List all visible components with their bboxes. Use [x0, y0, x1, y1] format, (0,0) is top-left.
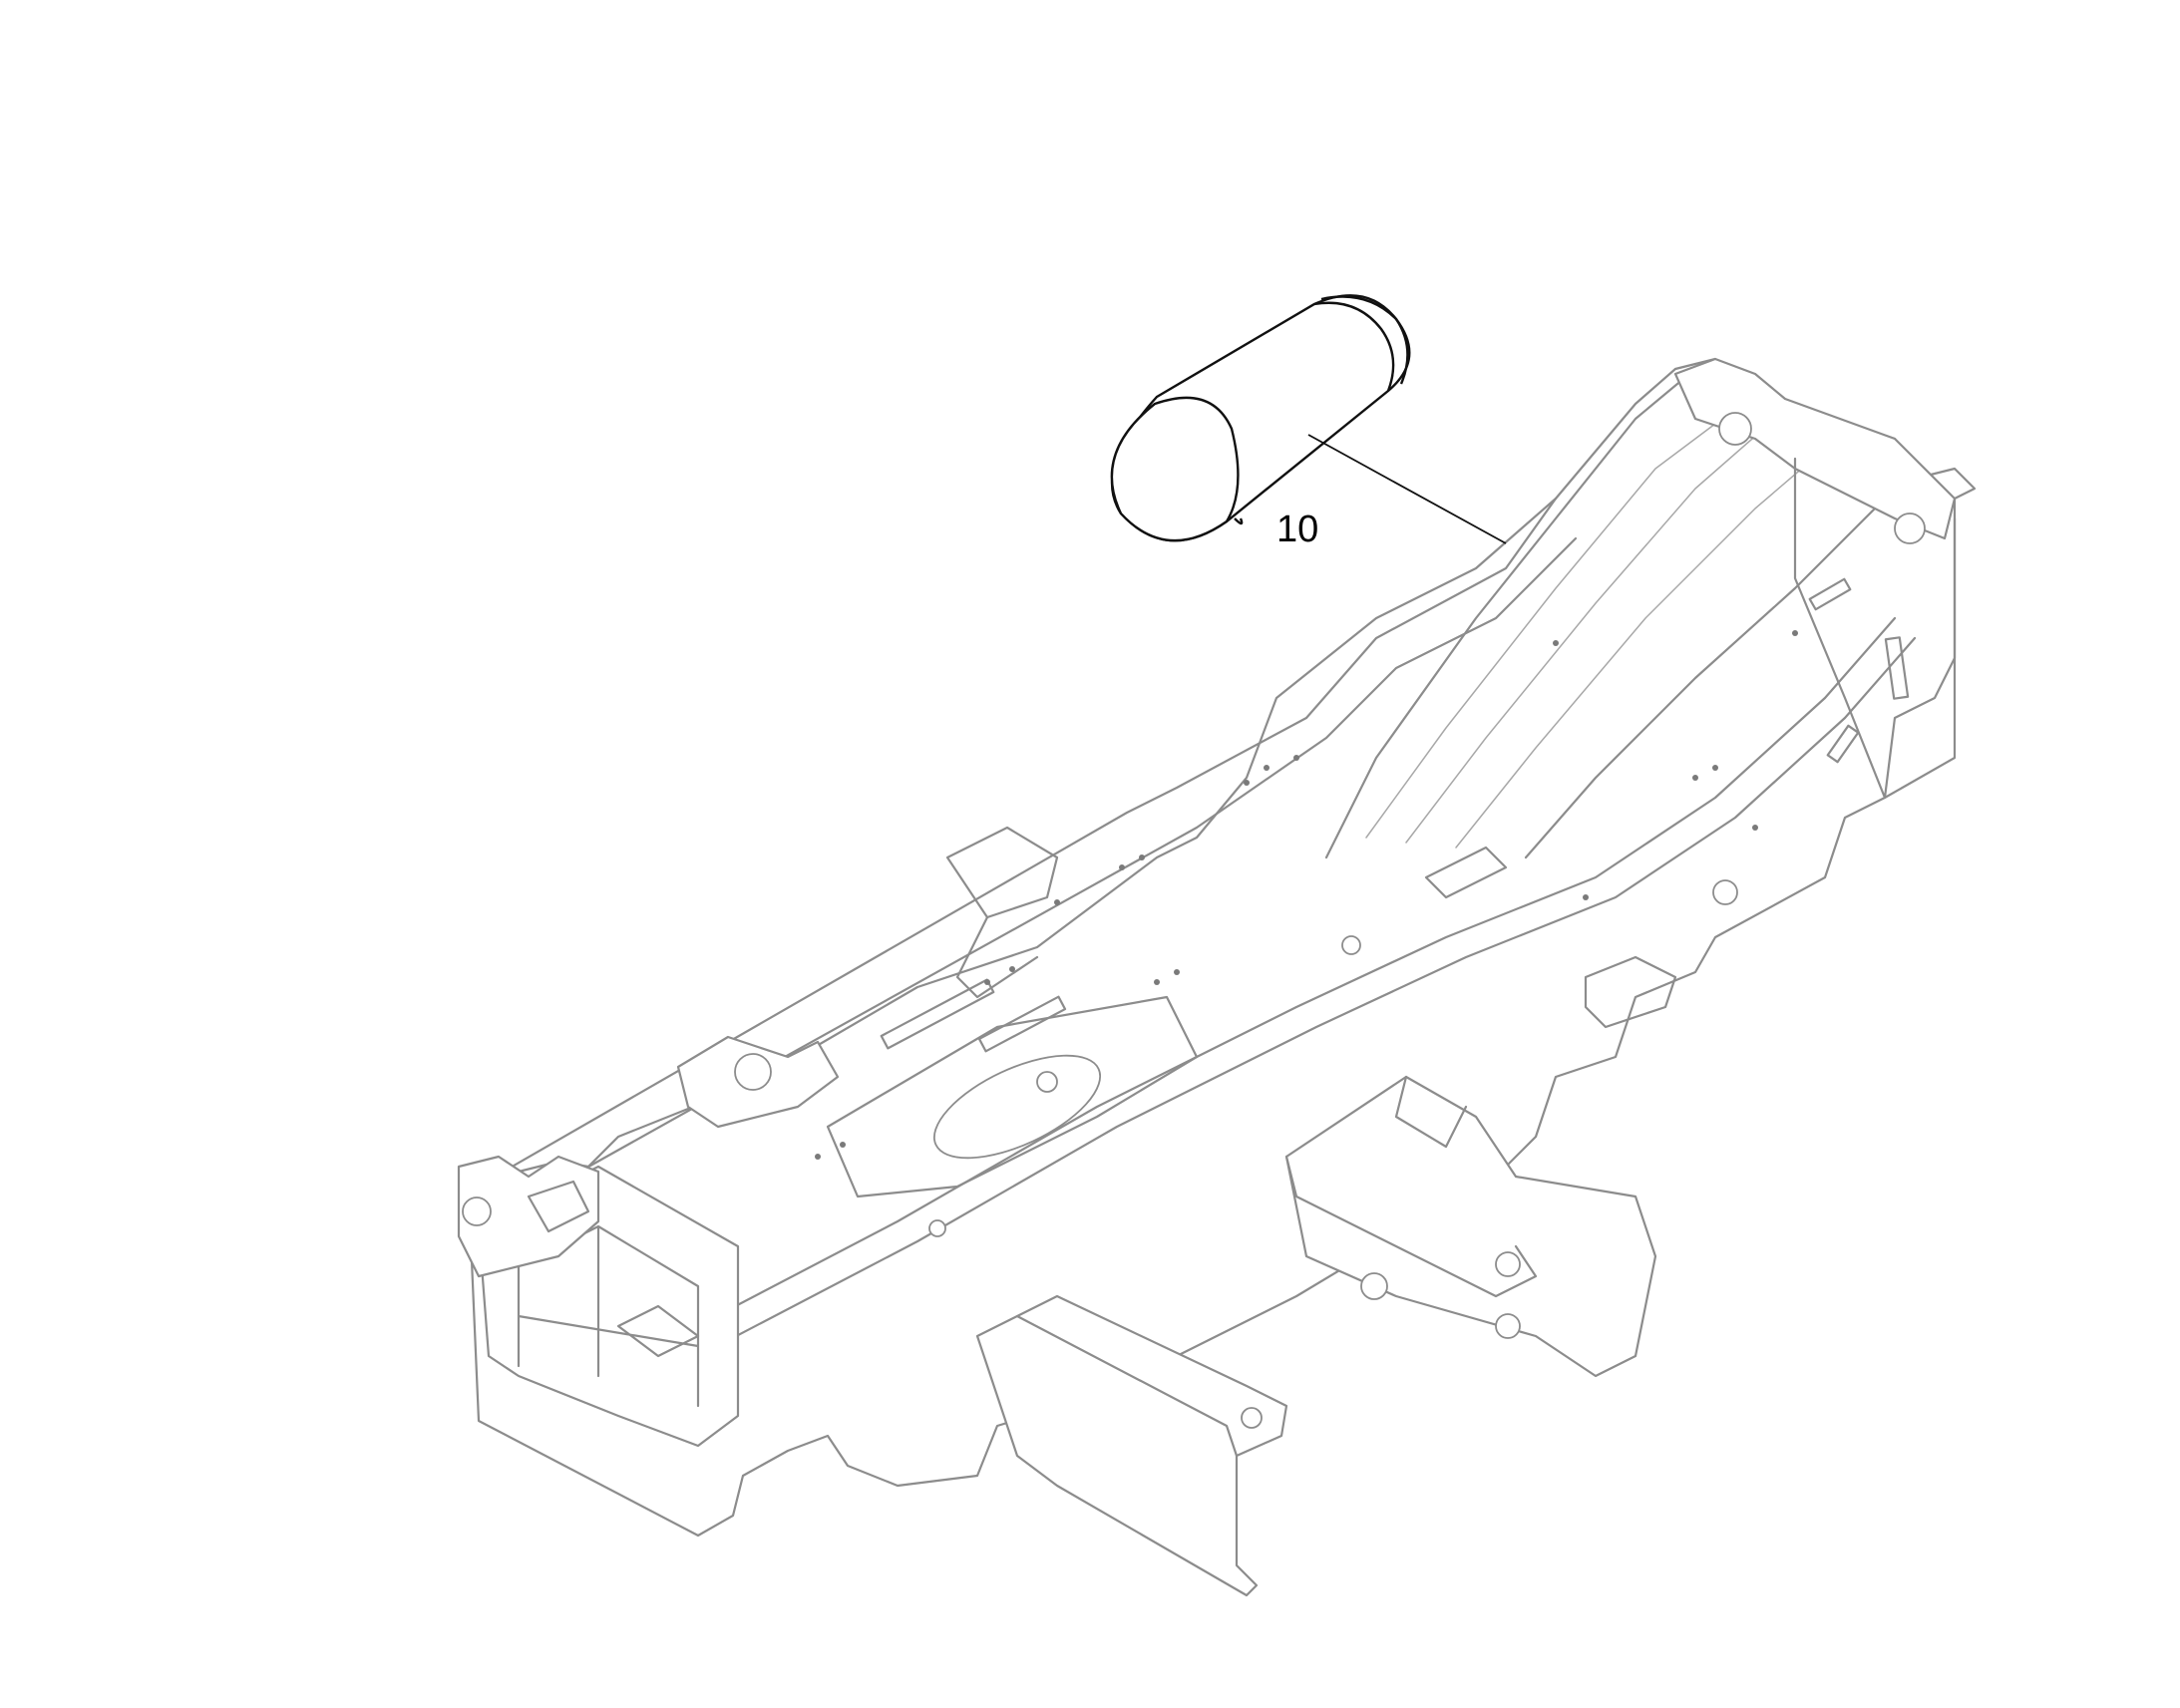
air-tank-part: [1110, 294, 1411, 542]
front-mount-hole-2: [1360, 1272, 1388, 1300]
tower-left-edge: [1324, 367, 1697, 859]
frame-boss-2: [928, 1219, 946, 1237]
air-tank-far-ring-outer: [1320, 295, 1409, 385]
rear-lug-hole: [462, 1196, 492, 1226]
front-mount-bracket-wall: [1394, 1075, 1468, 1149]
tower-head: [1673, 357, 1957, 540]
callout-leader-10: [1307, 434, 1507, 544]
air-tank-fitting: [1234, 517, 1244, 525]
air-tank-end-cap: [1110, 396, 1240, 542]
air-tank-far-ring: [1313, 301, 1395, 392]
center-boss: [1036, 1071, 1058, 1093]
side-plate-slot-1: [1884, 636, 1910, 700]
front-mount-bracket-lip: [1284, 1155, 1538, 1298]
callout-label-10: 10: [1276, 509, 1318, 550]
tower-face-line-2: [1405, 418, 1776, 844]
rail-slot-2: [977, 995, 1067, 1053]
side-plate-slot-3: [1826, 724, 1860, 764]
front-bumper-plate: [975, 1294, 1288, 1597]
front-mount-bracket: [1284, 1075, 1657, 1378]
front-bumper-hole: [1241, 1407, 1263, 1429]
rivet-dots: [815, 630, 1798, 1160]
rail-slot-1: [880, 978, 995, 1050]
frame-lower-hanger: [1584, 955, 1677, 1029]
frame-boss-4: [1424, 846, 1508, 899]
front-mount-hole-1: [1495, 1251, 1521, 1277]
tower-face-line-3: [1455, 448, 1826, 849]
tower-face-line-1: [1365, 408, 1736, 839]
rear-left-box-opening: [616, 1304, 700, 1358]
left-rail: [467, 497, 1558, 1194]
frame-boss-3: [1712, 879, 1738, 905]
rear-lug-window: [527, 1180, 590, 1233]
center-oval-cutout: [932, 1054, 1102, 1160]
upper-left-bracket-arm: [955, 915, 1039, 999]
chassis-frame: [457, 357, 1977, 1597]
upper-left-bracket: [945, 826, 1059, 919]
tower-pin-left: [1718, 412, 1752, 446]
rear-lug: [457, 1155, 600, 1278]
frame-boss-1: [1341, 935, 1361, 955]
tower-pin-right: [1894, 512, 1926, 544]
mid-left-bracket-hole: [734, 1053, 772, 1091]
tower-right-edge: [1524, 487, 1897, 859]
side-plate-slot-2: [1808, 577, 1852, 611]
front-mount-hole-3: [1495, 1313, 1521, 1339]
right-rail-inner: [696, 636, 1917, 1358]
front-bumper-plate-top: [1015, 1314, 1239, 1458]
center-cross-plate: [826, 995, 1199, 1198]
right-side-plate: [1793, 457, 1957, 800]
rear-left-box-inner: [517, 1224, 700, 1408]
